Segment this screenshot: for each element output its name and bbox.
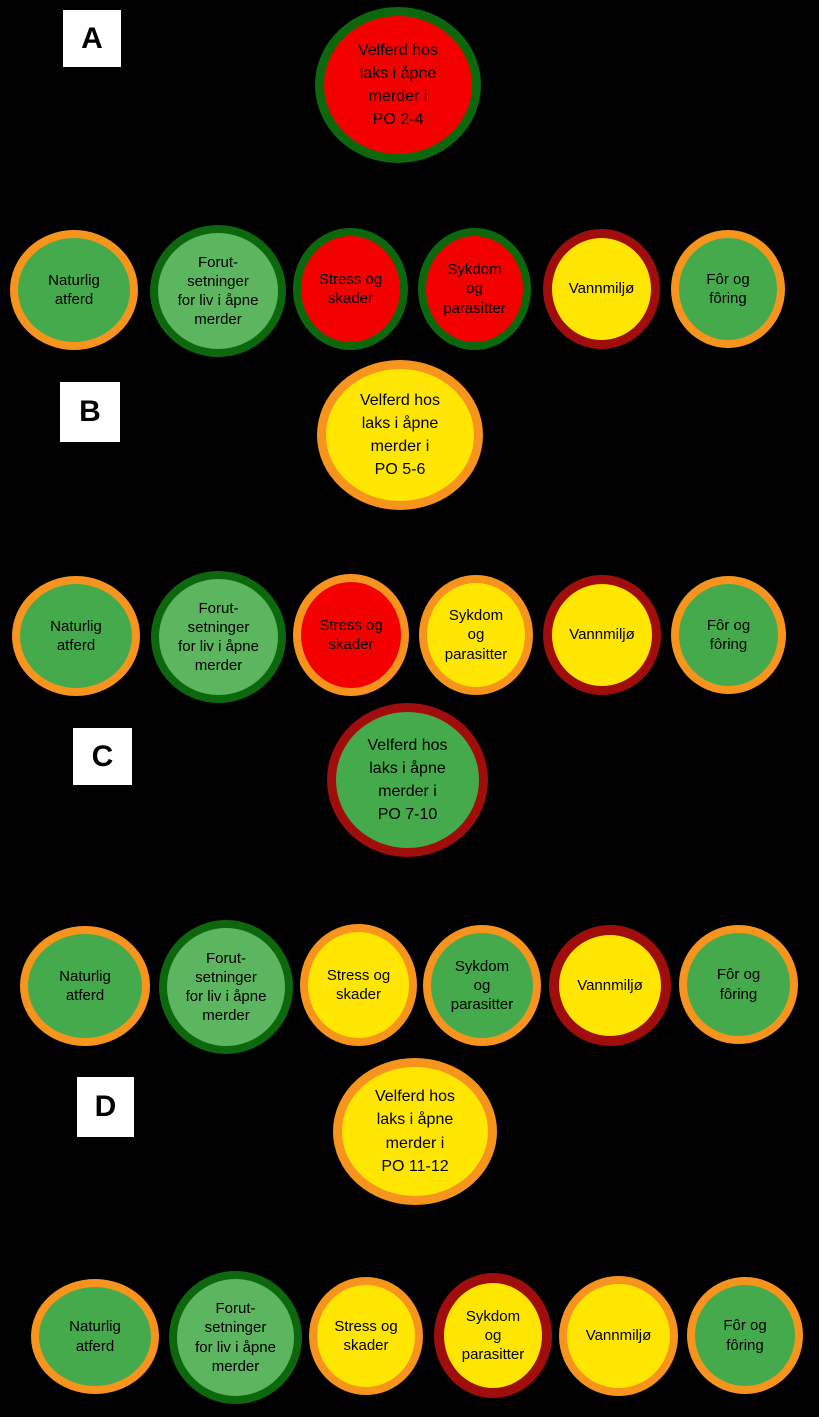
circle-vannmiljo: Vannmiljø — [549, 925, 671, 1046]
circle-naturlig-atferd: Naturlig atferd — [10, 230, 138, 350]
circle-vannmiljo: Vannmiljø — [543, 229, 660, 349]
circle-naturlig-atferd: Naturlig atferd — [20, 926, 150, 1046]
circle-stress-skader: Stress og skader — [293, 574, 409, 696]
circle-forutsetninger: Forut- setninger for liv i åpne merder — [159, 920, 293, 1054]
circle-sykdom-parasitter: Sykdom og parasitter — [423, 925, 541, 1046]
circle-forutsetninger: Forut- setninger for liv i åpne merder — [150, 225, 286, 357]
circle-for-foring: Fôr og fôring — [671, 576, 786, 694]
circle-sykdom-parasitter: Sykdom og parasitter — [434, 1273, 552, 1398]
circle-for-foring: Fôr og fôring — [671, 230, 785, 348]
panel-c-label: C — [73, 728, 132, 785]
main-circle-po-7-10: Velferd hos laks i åpne merder i PO 7-10 — [327, 703, 488, 857]
circle-vannmiljo: Vannmiljø — [543, 575, 661, 695]
circle-vannmiljo: Vannmiljø — [559, 1276, 678, 1396]
circle-forutsetninger: Forut- setninger for liv i åpne merder — [151, 571, 286, 703]
circle-for-foring: Fôr og fôring — [687, 1277, 803, 1394]
circle-for-foring: Fôr og fôring — [679, 925, 798, 1044]
circle-naturlig-atferd: Naturlig atferd — [12, 576, 140, 696]
circle-naturlig-atferd: Naturlig atferd — [31, 1279, 159, 1394]
circle-sykdom-parasitter: Sykdom og parasitter — [418, 228, 531, 350]
circle-stress-skader: Stress og skader — [300, 924, 417, 1046]
main-circle-po-2-4: Velferd hos laks i åpne merder i PO 2-4 — [315, 7, 481, 163]
panel-b-label: B — [60, 382, 120, 442]
panel-d-label: D — [77, 1077, 134, 1137]
main-circle-po-5-6: Velferd hos laks i åpne merder i PO 5-6 — [317, 360, 483, 510]
main-circle-po-11-12: Velferd hos laks i åpne merder i PO 11-1… — [333, 1058, 497, 1205]
panel-a-label: A — [63, 10, 121, 67]
circle-stress-skader: Stress og skader — [293, 228, 408, 350]
circle-stress-skader: Stress og skader — [309, 1277, 423, 1395]
circle-sykdom-parasitter: Sykdom og parasitter — [419, 575, 533, 695]
circle-forutsetninger: Forut- setninger for liv i åpne merder — [169, 1271, 302, 1404]
